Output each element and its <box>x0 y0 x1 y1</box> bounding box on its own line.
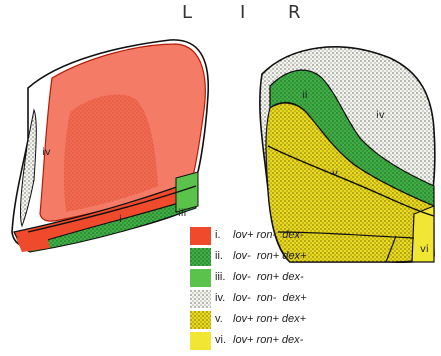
legend-item: ii. lov- ron+ dex+ <box>190 247 440 268</box>
legend-number: ii. <box>215 250 223 262</box>
legend-number: vi. <box>215 334 226 346</box>
legend-item: v. lov+ ron+ dex+ <box>190 310 440 331</box>
label-ii-right: ii <box>302 90 308 101</box>
legend-item: iv. lov- ron- dex+ <box>190 289 440 310</box>
left-lobe <box>12 40 208 252</box>
legend-number: iii. <box>215 271 225 283</box>
legend-item: vi. lov+ ron+ dex- <box>190 331 440 352</box>
legend-label: lov- ron+ dex+ <box>233 250 306 262</box>
legend-number: v. <box>215 313 223 325</box>
legend-item: iii. lov- ron+ dex- <box>190 268 440 289</box>
legend-swatch-ii <box>190 248 211 266</box>
legend-label: lov- ron+ dex- <box>233 271 304 283</box>
legend-swatch-i <box>190 227 211 245</box>
legend-label: lov+ ron- dex- <box>233 229 304 241</box>
legend-swatch-iii <box>190 269 211 287</box>
legend-swatch-v <box>190 311 211 329</box>
legend-number: i. <box>215 229 221 241</box>
legend-number: iv. <box>215 292 225 304</box>
legend-label: lov+ ron+ dex+ <box>233 313 306 325</box>
legend-swatch-iv <box>190 290 211 308</box>
label-iii-left: iii <box>178 208 186 219</box>
legend-label: lov- ron- dex+ <box>233 292 307 304</box>
label-v-right: v <box>332 168 338 179</box>
label-iv-right: iv <box>376 110 385 121</box>
legend-label: lov+ ron+ dex- <box>233 334 303 346</box>
label-iv-left: iv <box>42 147 51 158</box>
legend-swatch-vi <box>190 332 211 350</box>
legend: i. lov+ ron- dex- ii. lov- ron+ dex+ iii… <box>190 226 440 352</box>
label-i-left: i <box>119 214 122 225</box>
legend-item: i. lov+ ron- dex- <box>190 226 440 247</box>
